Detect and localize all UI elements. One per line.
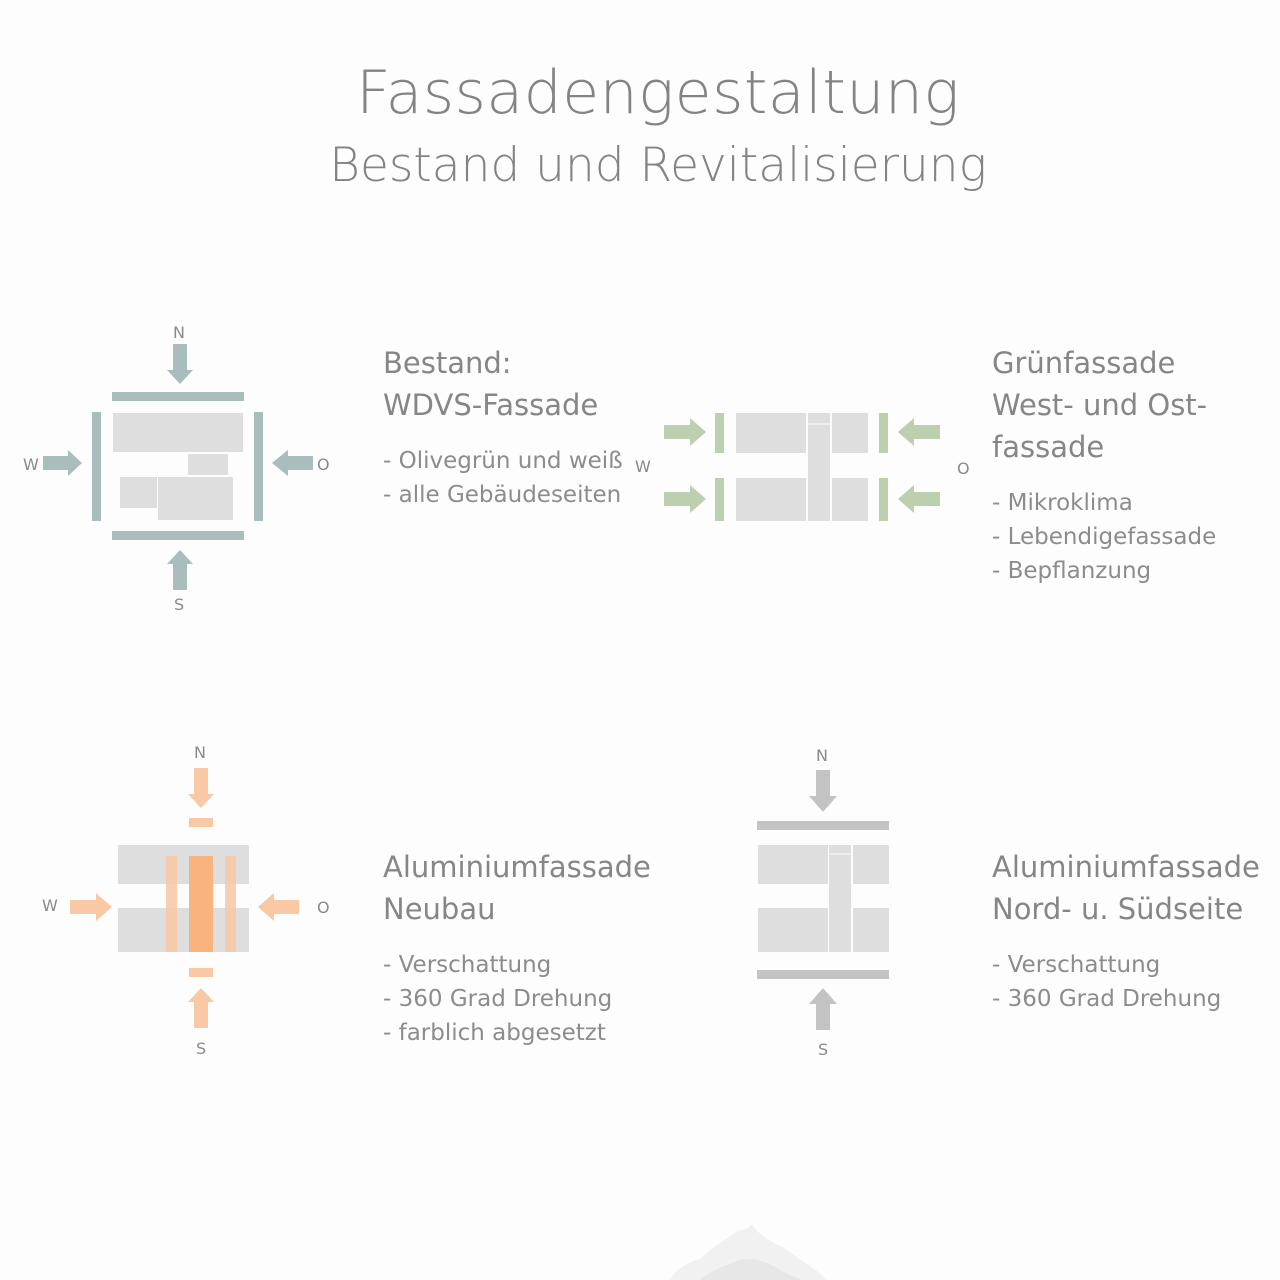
arrow-east-icon xyxy=(272,450,313,476)
facade-north xyxy=(757,821,889,830)
green-facade-east xyxy=(879,413,888,453)
compass-west-label: W xyxy=(42,896,58,915)
section-heading-line: Aluminiumfassade xyxy=(383,850,651,884)
arrow-west-icon xyxy=(664,418,706,446)
bullet-item: - Verschattung xyxy=(992,952,1161,978)
diagram-aluminium-nord-sued: N S xyxy=(757,746,889,1059)
diagram-bestand: N S W O xyxy=(23,323,330,614)
bullet-item: - Verschattung xyxy=(383,952,552,978)
compass-east-label: O xyxy=(317,898,330,917)
bullet-item: - Mikroklima xyxy=(992,490,1133,516)
arrow-west-icon xyxy=(664,485,706,513)
bullet-item: - 360 Grad Drehung xyxy=(992,986,1222,1012)
compass-east-label: O xyxy=(317,455,330,474)
section-aluminium-nord-sued: Aluminiumfassade Nord- u. Südseite - Ver… xyxy=(992,846,1272,1016)
arrow-east-icon xyxy=(898,485,940,513)
green-facade-west xyxy=(715,478,724,521)
section-aluminium-neubau: Aluminiumfassade Neubau - Verschattung -… xyxy=(383,846,673,1050)
green-facade-west xyxy=(715,413,724,453)
bullet-item: - 360 Grad Drehung xyxy=(383,986,613,1012)
compass-north-label: N xyxy=(816,746,828,765)
shade-north xyxy=(189,818,213,827)
arrow-west-icon xyxy=(43,450,82,476)
compass-north-label: N xyxy=(173,323,185,342)
new-building-facade xyxy=(189,856,213,952)
facade-south xyxy=(112,531,244,540)
compass-south-label: S xyxy=(818,1040,828,1059)
bullet-item: - Lebendigefassade xyxy=(992,524,1217,550)
louvre-left xyxy=(166,856,177,952)
diagram-gruenfassade: W O xyxy=(635,413,970,521)
arrow-south-icon xyxy=(167,550,193,590)
bullet-item: - farblich abgesetzt xyxy=(383,1020,606,1046)
section-heading-line: West- und Ost- xyxy=(992,388,1208,422)
compass-north-label: N xyxy=(194,743,206,762)
bullet-item: - alle Gebäudeseiten xyxy=(383,482,622,508)
green-facade-east xyxy=(879,478,888,521)
compass-south-label: S xyxy=(174,595,184,614)
arrow-south-icon xyxy=(809,988,837,1030)
facade-north xyxy=(112,392,244,401)
arrow-north-icon xyxy=(809,770,837,812)
compass-west-label: W xyxy=(23,455,39,474)
watercolor-decoration xyxy=(670,1224,826,1280)
section-heading-line: Bestand: xyxy=(383,346,512,380)
arrow-east-icon xyxy=(258,893,299,921)
page-subtitle: Bestand und Revitalisierung xyxy=(329,138,987,193)
section-bestand: Bestand: WDVS-Fassade - Olivegrün und we… xyxy=(383,342,643,512)
bullet-item: - Olivegrün und weiß xyxy=(383,448,623,474)
section-heading-line: WDVS-Fassade xyxy=(383,388,599,422)
shade-south xyxy=(189,968,213,977)
arrow-north-icon xyxy=(167,344,193,384)
building-plan xyxy=(736,413,868,521)
bullet-item: - Bepflanzung xyxy=(992,558,1152,584)
section-heading-line: Nord- u. Südseite xyxy=(992,892,1244,926)
section-heading-line: fassade xyxy=(992,430,1105,464)
diagram-aluminium-neubau: N S W O xyxy=(42,743,330,1058)
section-heading-line: Grünfassade xyxy=(992,346,1176,380)
building-plan xyxy=(758,845,889,952)
arrow-south-icon xyxy=(188,988,214,1028)
section-gruenfassade: Grünfassade West- und Ost- fassade - Mik… xyxy=(992,342,1262,588)
arrow-north-icon xyxy=(188,768,214,808)
compass-south-label: S xyxy=(196,1039,206,1058)
section-heading-line: Aluminiumfassade xyxy=(992,850,1260,884)
arrow-east-icon xyxy=(898,418,940,446)
compass-west-label: W xyxy=(635,457,651,476)
building-plan xyxy=(113,413,243,520)
facade-west xyxy=(92,412,101,521)
facade-east xyxy=(254,412,263,521)
arrow-west-icon xyxy=(70,893,112,921)
facade-south xyxy=(757,970,889,979)
section-heading-line: Neubau xyxy=(383,892,496,926)
louvre-right xyxy=(225,856,236,952)
compass-east-label: O xyxy=(957,459,970,478)
page-title: Fassadengestaltung xyxy=(356,58,960,128)
